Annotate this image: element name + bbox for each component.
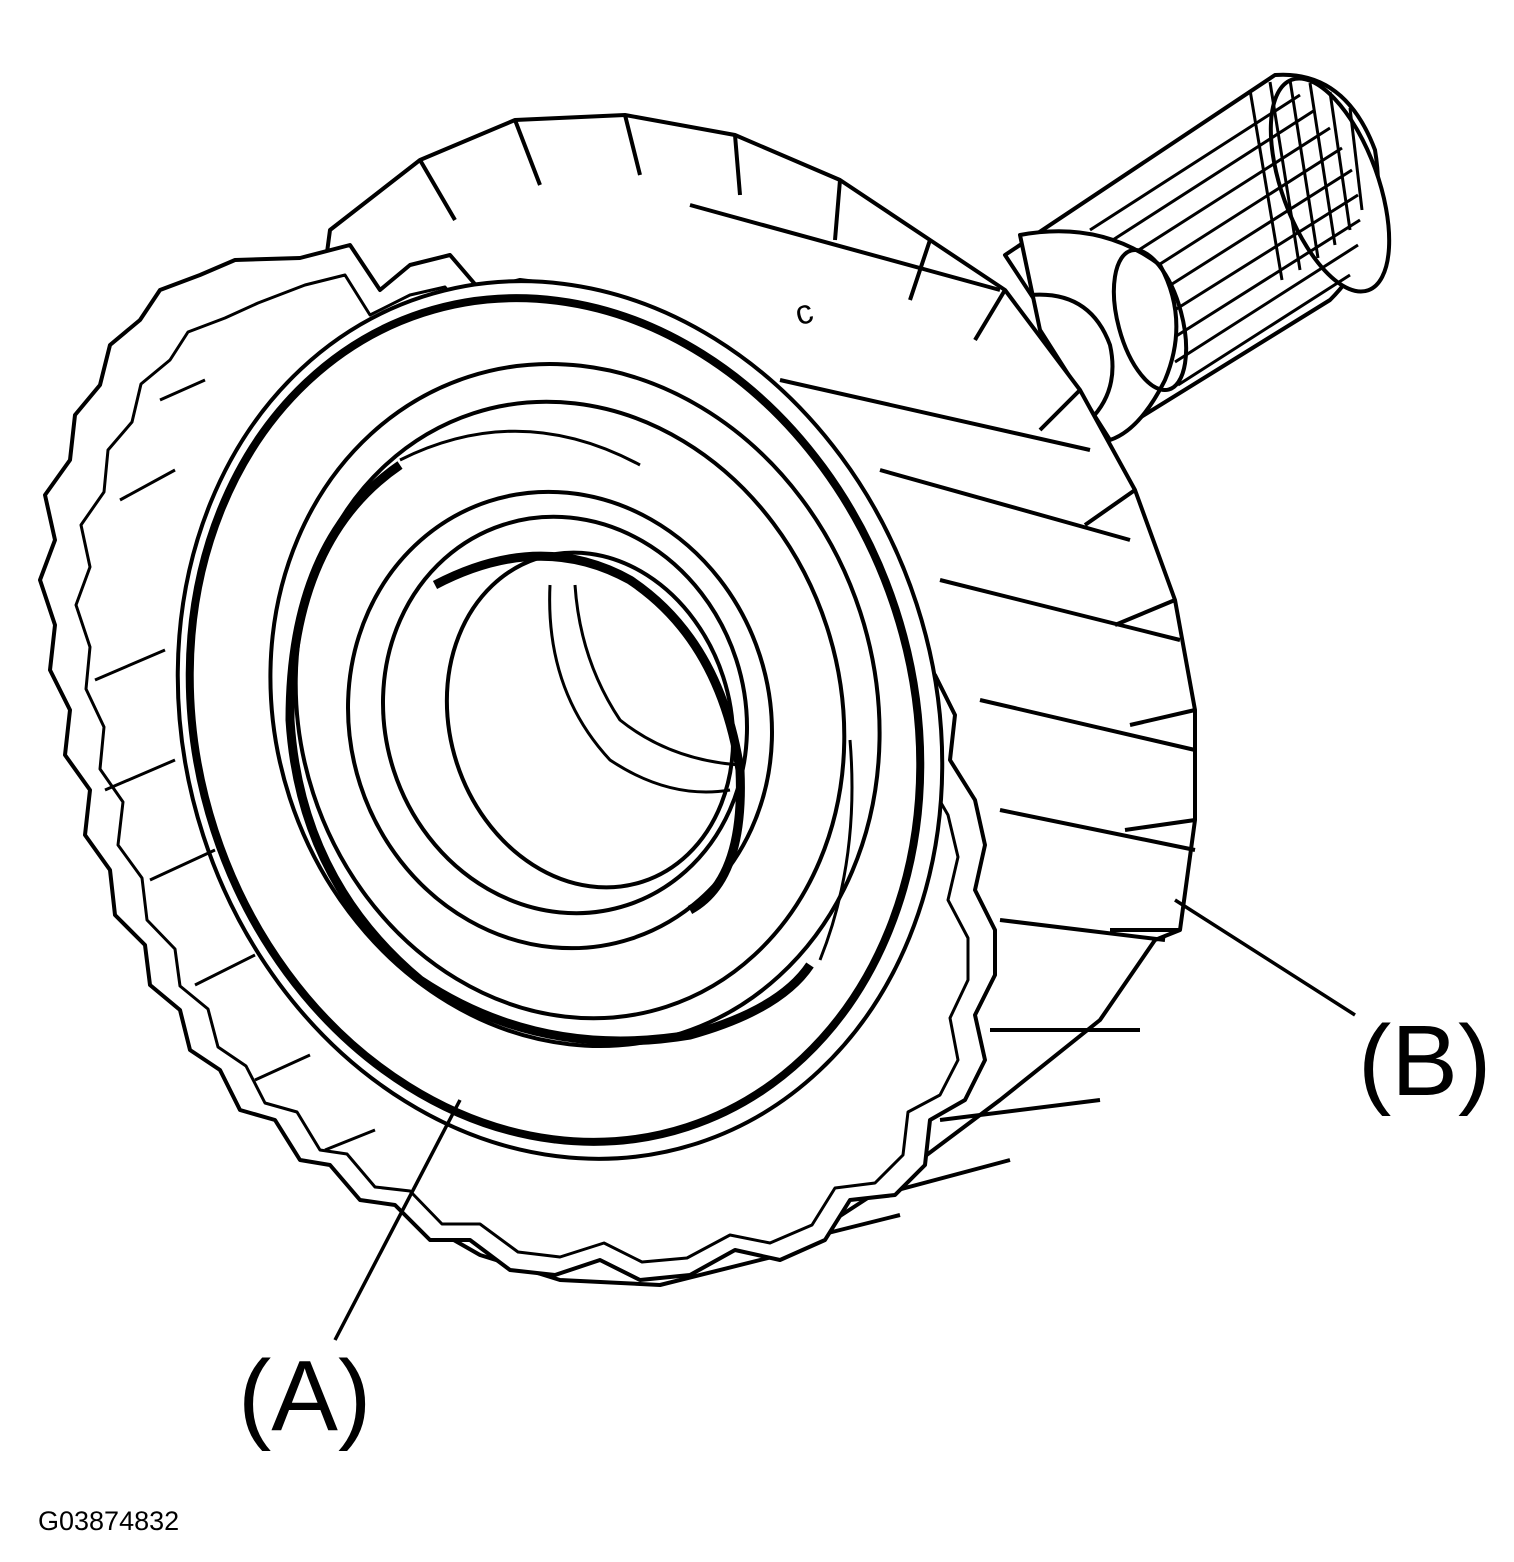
leader-line-b <box>1174 898 1356 1017</box>
splined-shaft <box>1003 72 1392 442</box>
callout-b: (B) <box>1358 1005 1491 1117</box>
figure-id: G03874832 <box>38 1506 179 1536</box>
center-bore <box>285 461 814 1046</box>
callout-a: (A) <box>238 1340 371 1452</box>
drum-tooth-lines <box>94 378 376 1152</box>
leader-line-a <box>333 1099 462 1341</box>
